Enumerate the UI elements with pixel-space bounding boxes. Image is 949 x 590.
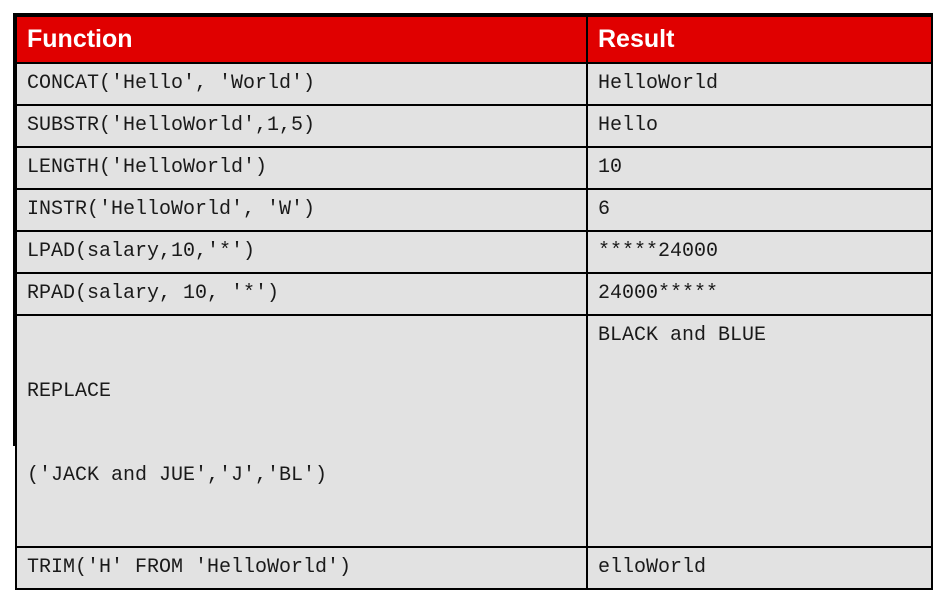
result-cell: HelloWorld: [586, 62, 933, 106]
result-cell: *****24000: [586, 230, 933, 274]
result-cell: 6: [586, 188, 933, 232]
function-table: Function Result CONCAT('Hello', 'World')…: [13, 13, 933, 590]
result-cell: 24000*****: [586, 272, 933, 316]
function-cell: LENGTH('HelloWorld'): [15, 146, 588, 190]
table-row: REPLACE ('JACK and JUE','J','BL') BLACK …: [15, 314, 933, 548]
function-cell-line-1: REPLACE: [27, 380, 112, 403]
header-row: Function Result: [15, 15, 933, 64]
function-cell: SUBSTR('HelloWorld',1,5): [15, 104, 588, 148]
table-row: LENGTH('HelloWorld') 10: [15, 146, 933, 190]
result-cell: 10: [586, 146, 933, 190]
table-row: INSTR('HelloWorld', 'W') 6: [15, 188, 933, 232]
function-cell: INSTR('HelloWorld', 'W'): [15, 188, 588, 232]
function-result-table: Function Result CONCAT('Hello', 'World')…: [15, 15, 933, 590]
table-row: SUBSTR('HelloWorld',1,5) Hello: [15, 104, 933, 148]
result-cell: BLACK and BLUE: [586, 314, 933, 548]
result-column-header: Result: [586, 15, 933, 64]
function-cell: LPAD(salary,10,'*'): [15, 230, 588, 274]
table-row: RPAD(salary, 10, '*') 24000*****: [15, 272, 933, 316]
function-cell: REPLACE ('JACK and JUE','J','BL'): [15, 314, 588, 548]
function-cell-line-2: ('JACK and JUE','J','BL'): [27, 464, 328, 487]
table-row: CONCAT('Hello', 'World') HelloWorld: [15, 62, 933, 106]
result-cell: Hello: [586, 104, 933, 148]
table-row: TRIM('H' FROM 'HelloWorld') elloWorld: [15, 546, 933, 590]
function-cell: CONCAT('Hello', 'World'): [15, 62, 588, 106]
function-cell: TRIM('H' FROM 'HelloWorld'): [15, 546, 588, 590]
function-cell: RPAD(salary, 10, '*'): [15, 272, 588, 316]
function-column-header: Function: [15, 15, 588, 64]
table-row: LPAD(salary,10,'*') *****24000: [15, 230, 933, 274]
result-cell: elloWorld: [586, 546, 933, 590]
